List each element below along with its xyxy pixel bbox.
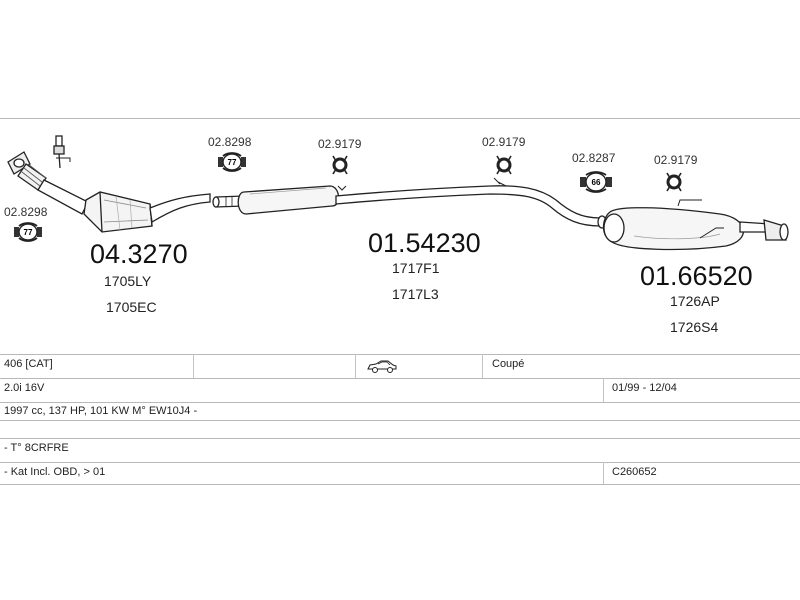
clamp-size-label: 66 bbox=[592, 178, 601, 187]
table-col-divider bbox=[355, 354, 356, 378]
section-ref: 1705LY bbox=[104, 273, 152, 289]
middle-silencer-section bbox=[212, 177, 601, 227]
middle-silencer bbox=[237, 185, 340, 215]
section-ref: 1705EC bbox=[106, 299, 157, 315]
table-col-divider bbox=[193, 354, 194, 378]
catalytic-converter bbox=[83, 191, 153, 233]
clamp-size-label: 77 bbox=[24, 228, 33, 237]
code-cell: C260652 bbox=[612, 466, 657, 478]
rubber-hanger-icon bbox=[332, 155, 348, 175]
table-col-divider bbox=[603, 378, 604, 402]
clamp-code-label: 02.8298 bbox=[208, 135, 252, 149]
section-ref: 1726S4 bbox=[670, 319, 718, 335]
table-row-divider bbox=[0, 484, 800, 485]
section-ref: 1726AP bbox=[670, 293, 720, 309]
table-col-divider bbox=[482, 354, 483, 378]
table-row-divider bbox=[0, 420, 800, 421]
table-row-divider bbox=[0, 462, 800, 463]
section-number: 01.54230 bbox=[368, 228, 481, 258]
body-type-cell: Coupé bbox=[492, 358, 525, 370]
spec-cell: 1997 cc, 137 HP, 101 KW M° EW10J4 - bbox=[4, 405, 198, 417]
hanger-code-label: 02.9179 bbox=[654, 153, 698, 167]
type-cell: - T° 8CRFRE bbox=[4, 442, 69, 454]
section-ref: 1717F1 bbox=[392, 260, 440, 276]
model-cell: 406 [CAT] bbox=[4, 358, 53, 370]
clamp-code-label: 02.8287 bbox=[572, 151, 616, 165]
manifold-flange bbox=[7, 151, 31, 175]
top-divider bbox=[0, 118, 800, 119]
hanger-code-label: 02.9179 bbox=[482, 135, 526, 149]
table-row-divider bbox=[0, 438, 800, 439]
years-cell: 01/99 - 12/04 bbox=[612, 382, 677, 394]
rubber-hanger-icon bbox=[666, 172, 682, 192]
rear-silencer bbox=[602, 207, 745, 251]
table-row-divider bbox=[0, 354, 800, 355]
section-number: 04.3270 bbox=[90, 239, 188, 269]
rubber-hanger-icon bbox=[496, 155, 512, 175]
clamp-size-label: 77 bbox=[228, 158, 237, 167]
clamp-icon: 77 bbox=[218, 152, 246, 172]
section-ref: 1717L3 bbox=[392, 286, 439, 302]
oxygen-sensor bbox=[53, 135, 71, 169]
table-row-divider bbox=[0, 402, 800, 403]
clamp-icon: 77 bbox=[14, 222, 42, 242]
kat-cell: - Kat Incl. OBD, > 01 bbox=[4, 466, 106, 478]
table-col-divider bbox=[603, 462, 604, 484]
rear-silencer-section bbox=[597, 199, 789, 251]
hanger-code-label: 02.9179 bbox=[318, 137, 362, 151]
engine-cell: 2.0i 16V bbox=[4, 382, 45, 394]
clamp-icon: 66 bbox=[580, 171, 612, 193]
section-number: 01.66520 bbox=[640, 261, 753, 291]
table-row-divider bbox=[0, 378, 800, 379]
front-catalyst-section bbox=[7, 135, 211, 233]
car-coupe-icon bbox=[366, 358, 398, 379]
clamp-code-label: 02.8298 bbox=[4, 205, 48, 219]
